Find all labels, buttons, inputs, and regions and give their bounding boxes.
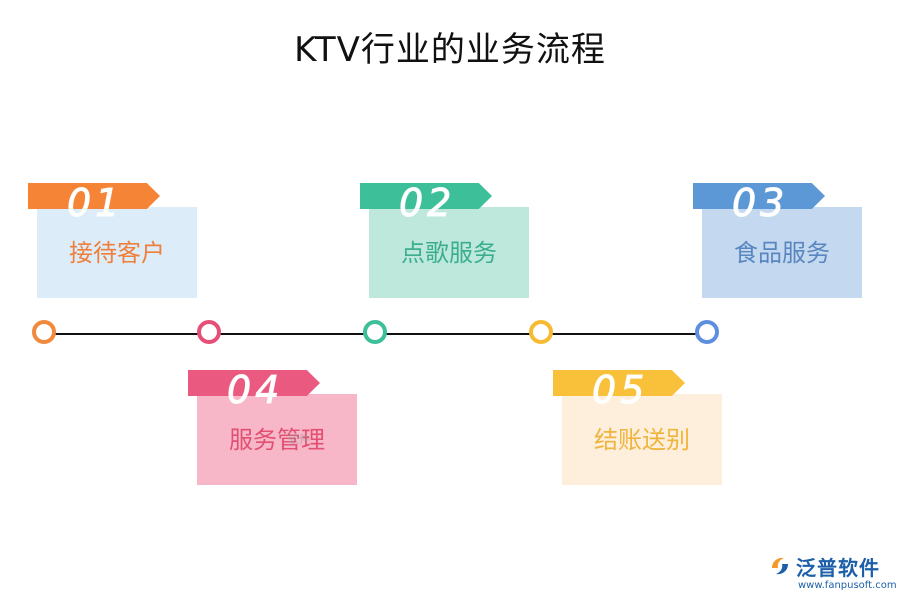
step-number: 02 (398, 181, 456, 226)
timeline-node-03 (695, 320, 719, 344)
step-flag (28, 183, 160, 209)
step-label: 服务管理 (229, 426, 325, 454)
step-flag (693, 183, 825, 209)
timeline-node-05 (529, 320, 553, 344)
step-card-02: 02 点歌服务 (360, 181, 531, 298)
step-number: 05 (591, 368, 649, 413)
step-card-04: 04 服务管理 (188, 368, 359, 485)
step-number: 04 (226, 368, 284, 413)
timeline-node-02 (363, 320, 387, 344)
step-label: 食品服务 (734, 239, 830, 267)
step-flag (188, 370, 320, 396)
diagram-title: KTV行业的业务流程 (294, 30, 606, 70)
step-card-background (37, 207, 197, 298)
step-flag (360, 183, 492, 209)
step-card-background (197, 394, 357, 485)
timeline-node-04 (197, 320, 221, 344)
step-flag (553, 370, 685, 396)
step-card-background (369, 207, 529, 298)
step-number: 01 (66, 181, 124, 226)
step-label: 结账送别 (594, 426, 690, 454)
step-card-01: 01 接待客户 (28, 181, 199, 298)
step-number: 03 (731, 181, 789, 226)
watermark-text: 软件 (288, 433, 310, 446)
step-card-background (702, 207, 862, 298)
step-label: 点歌服务 (401, 239, 497, 267)
step-label: 接待客户 (69, 239, 165, 267)
step-card-03: 03 食品服务 (693, 181, 864, 298)
timeline-node-01 (32, 320, 56, 344)
step-card-background (562, 394, 722, 485)
step-card-05: 05 结账送别 (553, 368, 724, 485)
logo-url-text: www.fanpusoft.com (798, 580, 897, 591)
fanpu-logo-icon (772, 557, 788, 575)
logo-brand-text: 泛普软件 (796, 556, 880, 580)
fanpu-logo: 泛普软件 www.fanpusoft.com (768, 552, 897, 592)
